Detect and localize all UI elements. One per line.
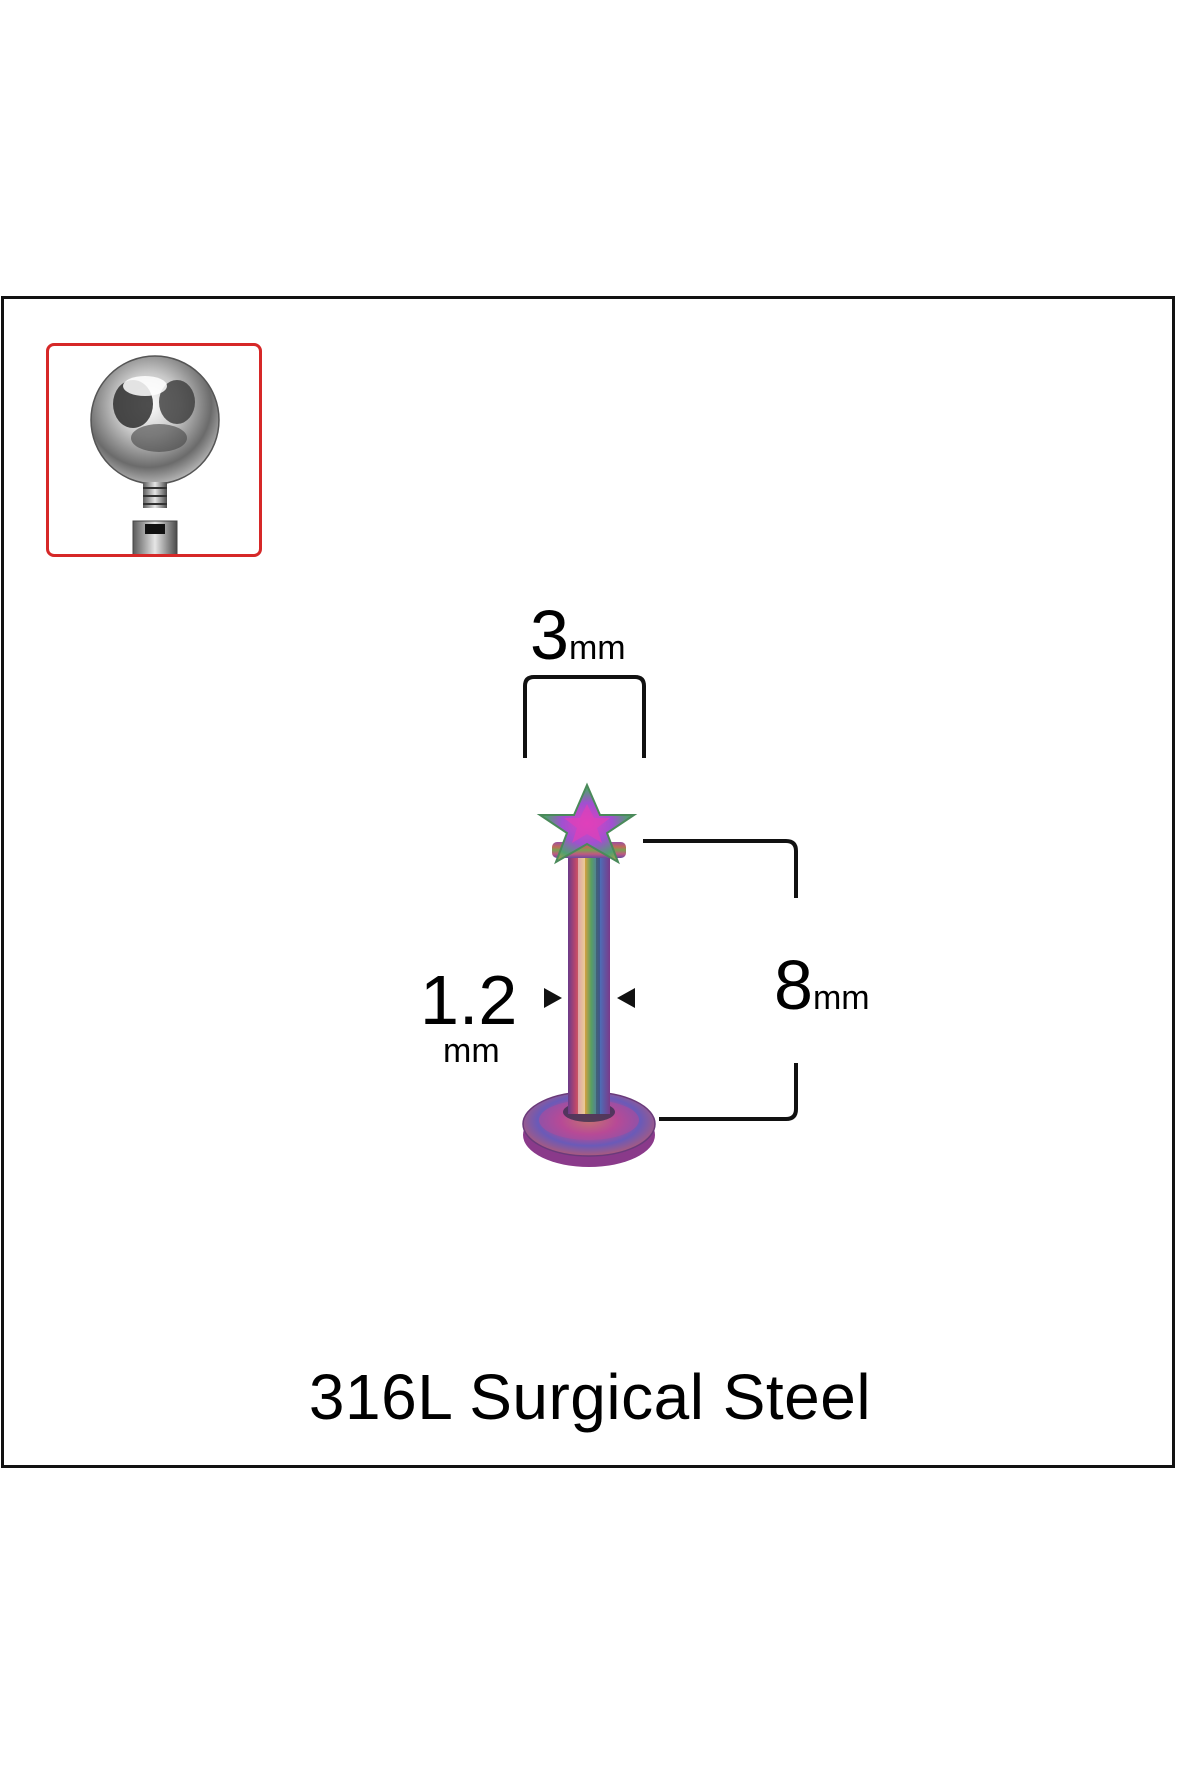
bar-length-unit: mm <box>812 979 870 1017</box>
inset-ball-end <box>46 343 262 557</box>
top-width-label: 3mm <box>530 600 626 670</box>
gauge-arrow-right <box>617 988 635 1008</box>
gauge-arrow-left <box>544 988 562 1008</box>
bar-length-bracket <box>643 839 798 1121</box>
gauge-value: 1.2 <box>420 961 518 1039</box>
gauge-unit: mm <box>443 1032 500 1070</box>
top-width-value: 3 <box>530 596 569 674</box>
ball-end-threaded-icon <box>90 355 220 554</box>
rainbow-star-labret-stud-icon <box>522 782 656 1167</box>
material-caption: 316L Surgical Steel <box>308 1361 872 1433</box>
bar-length-value: 8 <box>774 946 813 1024</box>
top-width-bracket <box>523 675 646 758</box>
top-width-unit: mm <box>568 629 626 667</box>
bar-length-label: 8mm <box>774 950 870 1020</box>
